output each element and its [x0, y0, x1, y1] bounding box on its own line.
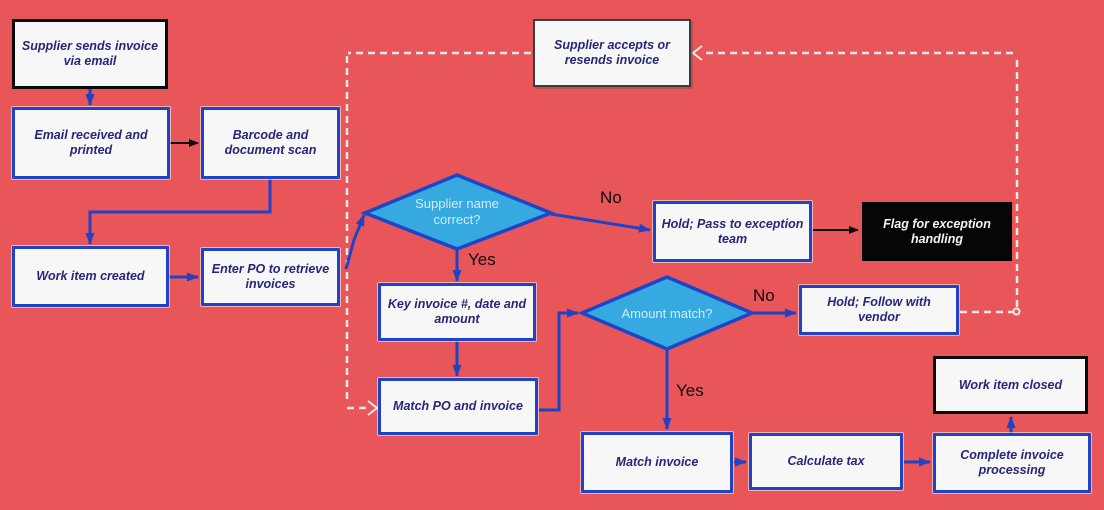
decision-label-amount-match: Amount match? — [621, 306, 713, 321]
node-match-invoice: Match invoice — [581, 432, 733, 493]
connector-match-po-to-amount-match-decision — [539, 308, 579, 412]
open-arrowhead-supplier-accepts — [691, 45, 703, 61]
decision-supplier-name-correct — [360, 173, 556, 251]
node-supplier-accepts-resends: Supplier accepts or resends invoice — [533, 19, 691, 87]
node-work-item-created: Work item created — [12, 246, 169, 307]
node-key-invoice: Key invoice #, date and amount — [378, 283, 536, 341]
node-work-item-closed: Work item closed — [933, 356, 1088, 414]
edge-label-amount-match-yes: Yes — [676, 381, 704, 400]
node-supplier-sends-invoice: Supplier sends invoice via email — [12, 19, 168, 89]
node-barcode-scan: Barcode and document scan — [201, 107, 340, 179]
node-flag-exception-handling: Flag for exception handling — [862, 202, 1012, 261]
dashed-corner-node — [1012, 307, 1021, 316]
node-match-po: Match PO and invoice — [378, 378, 538, 435]
node-hold-follow-vendor: Hold; Follow with vendor — [799, 285, 959, 335]
node-enter-po: Enter PO to retrieve invoices — [201, 248, 340, 306]
connector-supplier-name-no-to-hold-pass — [550, 212, 651, 233]
node-hold-pass-exception: Hold; Pass to exception team — [653, 201, 812, 262]
connector-barcode-to-work-item — [85, 179, 272, 245]
node-complete-invoice: Complete invoice processing — [933, 433, 1091, 493]
node-calculate-tax: Calculate tax — [749, 433, 903, 490]
connector-enter-po-to-supplier-name-decision — [344, 214, 366, 270]
decision-amount-match — [577, 275, 757, 351]
node-email-received: Email received and printed — [12, 107, 170, 179]
edge-label-amount-match-no: No — [753, 286, 775, 305]
edge-label-supplier-name-yes: Yes — [468, 250, 496, 269]
edge-label-supplier-name-no: No — [600, 188, 622, 207]
decision-label-supplier-name: Supplier name correct? — [415, 196, 499, 227]
open-arrowhead-match-po — [367, 400, 379, 416]
